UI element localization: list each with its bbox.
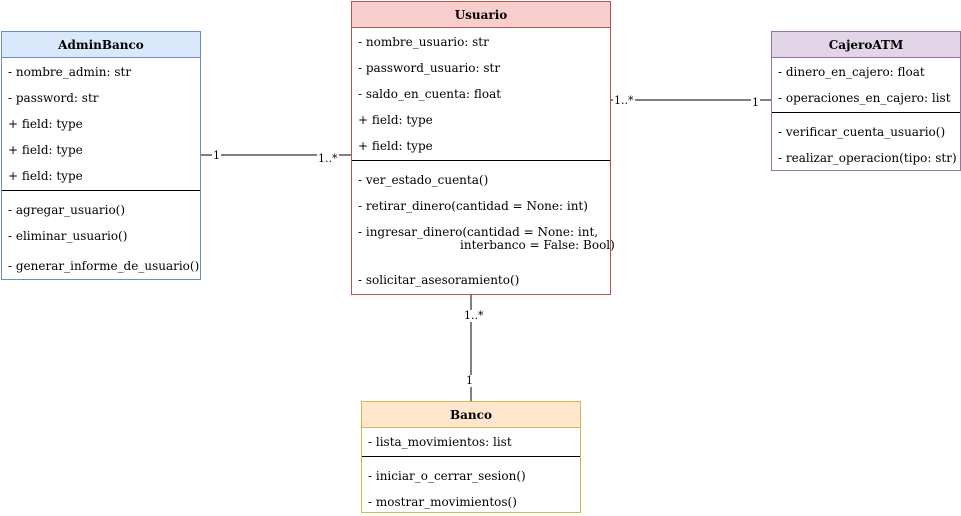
class-divider [352, 160, 610, 161]
method: - mostrar_movimientos() [368, 495, 517, 509]
multiplicity-label: 1..* [317, 152, 339, 165]
attribute: - operaciones_en_cajero: list [778, 91, 951, 105]
attribute: - password: str [8, 91, 99, 105]
multiplicity-label: 1 [212, 149, 221, 162]
class-banco[interactable]: Banco - lista_movimientos: list - inicia… [361, 401, 581, 513]
attribute: + field: type [8, 143, 83, 157]
attribute: - nombre_usuario: str [358, 35, 489, 49]
attribute: + field: type [358, 139, 433, 153]
attribute: + field: type [8, 117, 83, 131]
method: - solicitar_asesoramiento() [358, 273, 520, 287]
class-banco-title: Banco [362, 402, 580, 428]
method-continuation: interbanco = False: Bool) [460, 238, 615, 252]
class-cajeroatm[interactable]: CajeroATM - dinero_en_cajero: float - op… [771, 31, 961, 171]
class-cajeroatm-title: CajeroATM [772, 32, 960, 58]
class-adminbanco-title: AdminBanco [2, 32, 200, 58]
method: - generar_informe_de_usuario() [8, 259, 200, 273]
attribute: + field: type [8, 169, 83, 183]
method: - verificar_cuenta_usuario() [778, 125, 946, 139]
method: - ingresar_dinero(cantidad = None: int, [358, 225, 599, 239]
attribute: - lista_movimientos: list [368, 435, 512, 449]
class-usuario[interactable]: Usuario - nombre_usuario: str - password… [351, 1, 615, 295]
attribute: - saldo_en_cuenta: float [358, 87, 502, 101]
multiplicity-label: 1..* [463, 309, 485, 322]
method: - eliminar_usuario() [8, 229, 128, 243]
multiplicity-label: 1 [751, 96, 760, 109]
method: - agregar_usuario() [8, 203, 126, 217]
method: - realizar_operacion(tipo: str) [778, 151, 957, 165]
class-divider [362, 456, 580, 457]
attribute: - nombre_admin: str [8, 65, 132, 79]
method: - retirar_dinero(cantidad = None: int) [358, 199, 588, 213]
attribute: - dinero_en_cajero: float [778, 65, 925, 79]
method: - iniciar_o_cerrar_sesion() [368, 469, 526, 483]
multiplicity-label: 1 [465, 374, 474, 387]
attribute: - password_usuario: str [358, 61, 501, 75]
method: - ver_estado_cuenta() [358, 173, 489, 187]
class-adminbanco[interactable]: AdminBanco - nombre_admin: str - passwor… [1, 31, 201, 280]
attribute: + field: type [358, 113, 433, 127]
class-divider [772, 112, 960, 113]
class-divider [2, 190, 200, 191]
class-usuario-title: Usuario [352, 2, 610, 28]
multiplicity-label: 1..* [613, 94, 635, 107]
